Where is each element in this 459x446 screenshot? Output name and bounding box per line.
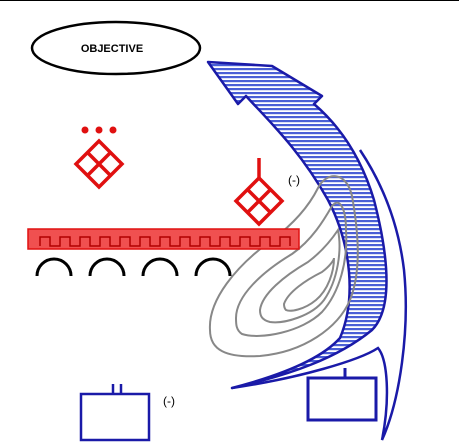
charge-label-bottom: (-) [163, 394, 175, 408]
objective-ellipse [30, 20, 202, 76]
objective-label: OBJECTIVE [81, 43, 143, 55]
contour-plot-icon [208, 175, 359, 358]
open-box-icon [306, 368, 378, 422]
objective-node: OBJECTIVE [30, 20, 202, 76]
diamond-lattice-icon [233, 158, 285, 227]
arch-icon [88, 257, 126, 277]
curved-arrow-icon [206, 60, 407, 441]
membrane-crenellation [39, 236, 291, 247]
dot-icon [109, 126, 117, 134]
membrane-bar [27, 228, 300, 250]
arch-icon [35, 257, 73, 277]
dot-icon [81, 126, 89, 134]
arch-row [35, 257, 232, 277]
charge-label-top: (-) [288, 173, 300, 187]
membrane-bar-fill [27, 228, 300, 250]
open-box-icon [79, 384, 151, 442]
arch-icon [141, 257, 179, 277]
diamond-lattice-icon [73, 126, 125, 190]
dot-icon [95, 126, 103, 134]
arch-icon [194, 257, 232, 277]
